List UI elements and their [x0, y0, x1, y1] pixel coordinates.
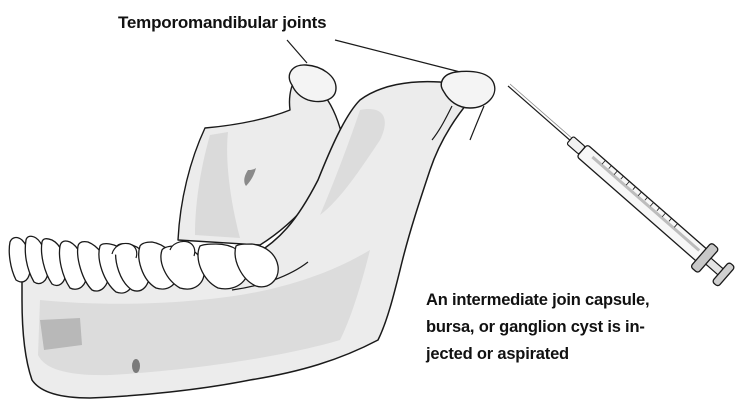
caption-line-2: bursa, or ganglion cyst is in-	[426, 314, 726, 341]
caption-line-1: An intermediate join capsule,	[426, 287, 726, 314]
chin-shade	[40, 318, 82, 350]
syringe	[508, 84, 737, 289]
caption: An intermediate join capsule, bursa, or …	[426, 287, 726, 368]
caption-line-3: jected or aspirated	[426, 341, 726, 368]
mental-foramen	[132, 359, 140, 373]
leader-line-left	[287, 40, 307, 63]
leader-line-right	[335, 40, 468, 74]
syringe-needle	[508, 86, 572, 142]
title-label: Temporomandibular joints	[118, 13, 326, 33]
